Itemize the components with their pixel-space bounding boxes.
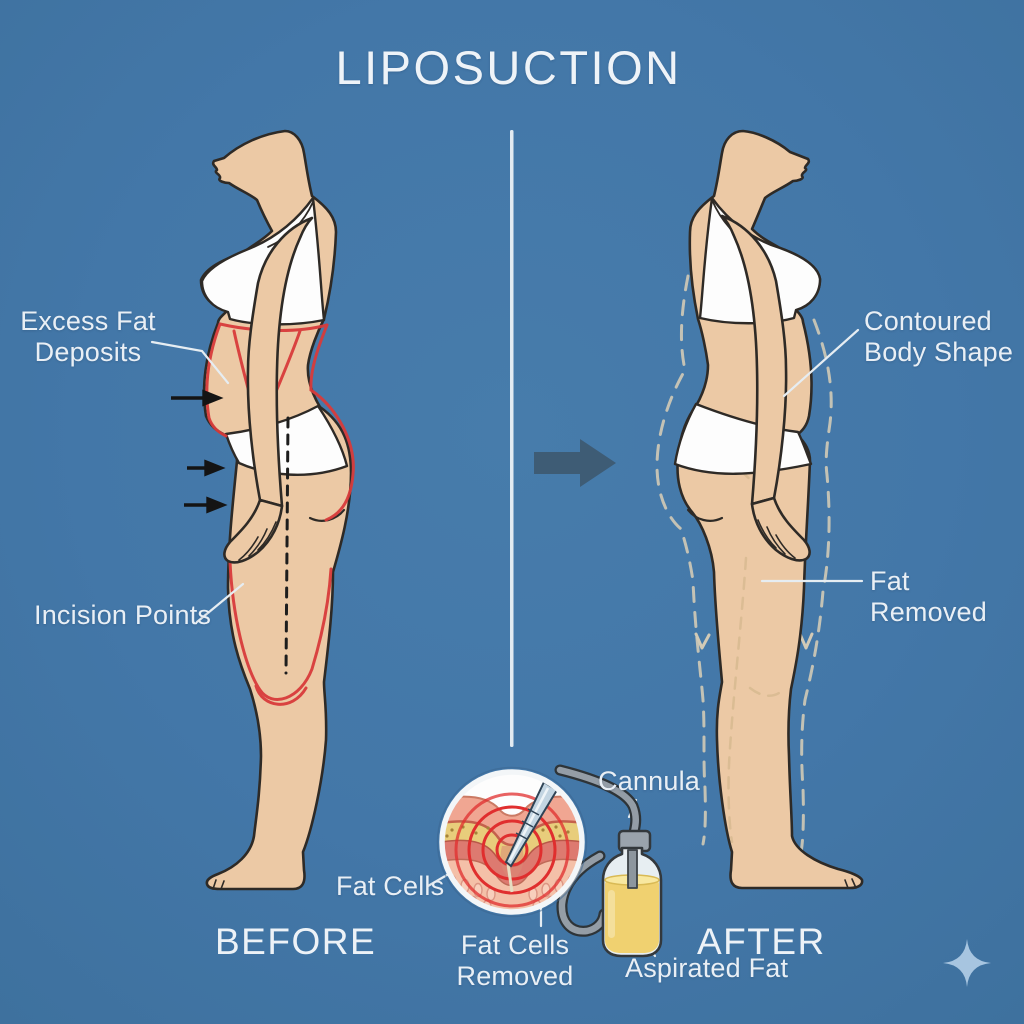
after-finger-lines [757,519,796,559]
label-fat-removed: Fat Removed [870,566,987,628]
label-cannula: Cannula [598,766,700,796]
leader-contoured-body [782,328,860,398]
leader-incision-points [195,582,245,624]
after-contour-arrowheads [694,632,814,650]
bottle-inner-straw [627,849,638,889]
bottle-highlight [608,890,615,938]
label-fat-cells-removed: Fat Cells Removed [456,930,574,992]
after-hand [750,496,811,562]
after-toe-lines [844,878,857,889]
label-fat-cells: Fat Cells [336,871,445,901]
before-toe-lines [212,879,225,890]
label-contoured-body-shape: Contoured Body Shape [864,306,1014,368]
fat-speckles [445,825,570,838]
label-aspirated-fat: Aspirated Fat [625,953,789,983]
transformation-arrow-icon [534,439,616,487]
before-hand [223,498,284,564]
before-finger-lines [238,521,277,561]
caption-before: BEFORE [215,921,377,962]
after-buttock-crease [686,508,724,522]
before-dashed-guideline [284,416,290,675]
inset-ring [439,769,585,915]
aspirated-fat-liquid [605,878,659,953]
skin-cross-section-inset [436,766,588,918]
belly-arrow-icons [171,389,228,514]
label-excess-fat-deposits: Excess Fat Deposits [20,306,156,368]
caption-after: AFTER [697,921,826,962]
sparkle-icon [943,939,991,987]
leader-excess-fat [150,340,230,385]
label-incision-points: Incision Points [34,600,212,630]
collection-bottle [601,829,663,958]
divider-line [510,130,514,747]
before-figure [199,129,355,891]
after-old-contour-dashed [655,274,833,854]
after-figure [655,129,864,890]
treatment-rings [454,792,570,908]
page-title: LIPOSUCTION [335,41,682,94]
